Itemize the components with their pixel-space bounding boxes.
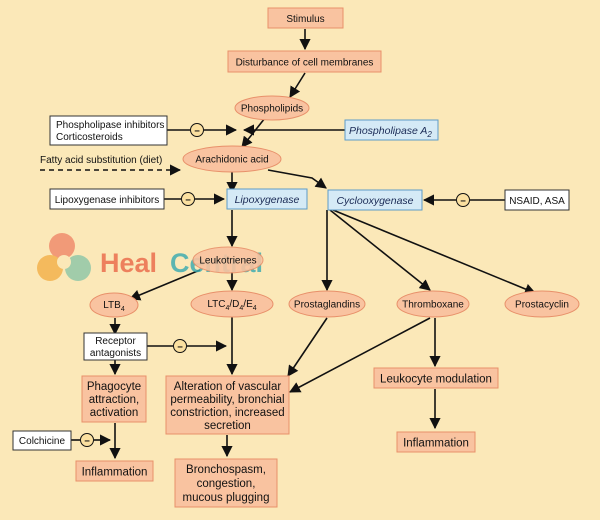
node-lipoxygenase-inhibitors: Lipoxygenase inhibitors	[49, 188, 165, 210]
node-prostacyclin: Prostacyclin	[504, 290, 580, 318]
ltb4-label: LTB4	[103, 300, 125, 313]
leukotrienes-label: Leukotrienes	[199, 256, 256, 267]
inflammation-left-label: Inflammation	[82, 467, 148, 479]
node-lipoxygenase: Lipoxygenase	[226, 188, 308, 210]
prostacyclin-label: Prostacyclin	[515, 300, 569, 311]
inhibitor-cyclooxygenase-symbol: −	[460, 196, 466, 207]
lipoxygenase-inhibitors-label: Lipoxygenase inhibitors	[55, 195, 160, 206]
inhibitor-colchicine-symbol: −	[84, 436, 90, 447]
colchicine-label: Colchicine	[19, 436, 66, 447]
phospholipase-a2-label: Phospholipase A2	[349, 125, 432, 139]
connectors	[40, 29, 537, 460]
receptor-antagonists-line1: Receptor	[95, 336, 136, 347]
bronchospasm-line1: Bronchospasm,	[186, 464, 266, 476]
inhibitor-lipoxygenase-symbol: −	[185, 195, 191, 206]
node-bronchospasm: Bronchospasm, congestion, mucous pluggin…	[174, 458, 278, 508]
inhibitor-phospholipase: −	[190, 123, 204, 137]
node-nsaid-asa: NSAID, ASA	[504, 189, 570, 211]
node-inflammation-left: Inflammation	[75, 460, 154, 482]
inhibitor-colchicine: −	[80, 433, 94, 447]
watermark-word-heal: Heal	[100, 248, 157, 278]
node-leukocyte-modulation: Leukocyte modulation	[373, 367, 499, 389]
bronchospasm-line3: mucous plugging	[183, 492, 270, 504]
alteration-line4: secretion	[204, 420, 251, 432]
stimulus-label: Stimulus	[286, 14, 324, 25]
node-ltc4-d4-e4: LTC4/D4/E4	[190, 290, 274, 318]
inflammation-right-label: Inflammation	[403, 438, 469, 450]
receptor-antagonists-line2: antagonists	[90, 348, 141, 359]
phagocyte-line3: activation	[90, 407, 139, 419]
phagocyte-line2: attraction,	[89, 394, 140, 406]
ltc4-d4-e4-label: LTC4/D4/E4	[207, 299, 256, 312]
node-disturbance: Disturbance of cell membranes	[227, 50, 382, 73]
phagocyte-line1: Phagocyte	[87, 381, 141, 393]
node-colchicine: Colchicine	[12, 430, 72, 451]
alteration-line3: constriction, increased	[170, 407, 284, 419]
alteration-line1: Alteration of vascular	[174, 381, 282, 393]
arrow-disturbance-to-phospholipids	[289, 72, 306, 98]
fatty-acid-substitution-label: Fatty acid substitution (diet)	[40, 155, 162, 166]
alteration-line2: permeability, bronchial	[170, 394, 284, 406]
disturbance-label: Disturbance of cell membranes	[236, 58, 374, 69]
arrow-leukotrienes-to-ltb4	[128, 269, 201, 301]
arrow-cox-to-thromboxane	[329, 209, 431, 291]
inhibitor-receptor-antagonist: −	[173, 339, 187, 353]
arrow-thromboxane-to-alteration	[289, 317, 431, 393]
inhibitor-receptor-antagonist-symbol: −	[177, 342, 183, 353]
nsaid-asa-label: NSAID, ASA	[509, 196, 565, 207]
phospholipase-inhibitors-line1: Phospholipase inhibitors	[56, 120, 164, 131]
node-ltb4: LTB4	[89, 292, 139, 318]
node-thromboxane: Thromboxane	[396, 290, 470, 318]
node-phospholipase-inhibitors: Phospholipase inhibitors Corticosteroids	[49, 115, 168, 146]
arrow-prostaglandins-to-alteration	[287, 317, 328, 377]
node-leukotrienes: Leukotrienes	[192, 246, 264, 274]
node-receptor-antagonists: Receptor antagonists	[83, 332, 148, 361]
node-alteration-vascular: Alteration of vascular permeability, bro…	[165, 375, 290, 435]
arrow-arachidonic-to-cyclooxygenase	[267, 169, 327, 189]
inhibitor-lipoxygenase: −	[181, 192, 195, 206]
phospholipase-inhibitors-line2: Corticosteroids	[56, 132, 123, 143]
bronchospasm-line2: congestion,	[197, 478, 256, 490]
node-cyclooxygenase: Cyclooxygenase	[327, 189, 423, 211]
arrow-cox-to-prostacyclin	[332, 209, 537, 295]
phospholipids-label: Phospholipids	[241, 104, 303, 115]
prostaglandins-label: Prostaglandins	[294, 300, 360, 311]
node-phospholipase-a2: Phospholipase A2	[344, 119, 439, 141]
node-phagocyte-attraction: Phagocyte attraction, activation	[81, 375, 147, 423]
node-arachidonic-acid: Arachidonic acid	[182, 145, 282, 173]
node-inflammation-right: Inflammation	[396, 431, 476, 453]
lipoxygenase-label: Lipoxygenase	[235, 194, 300, 206]
watermark-logo-icon	[37, 233, 91, 281]
thromboxane-label: Thromboxane	[402, 300, 464, 311]
leukocyte-modulation-label: Leukocyte modulation	[380, 374, 492, 386]
arachidonic-acid-label: Arachidonic acid	[195, 155, 268, 166]
node-prostaglandins: Prostaglandins	[288, 290, 366, 318]
arrow-phospholipids-to-arachidonic	[241, 117, 266, 148]
inhibitor-cyclooxygenase: −	[456, 193, 470, 207]
inhibitor-phospholipase-symbol: −	[194, 126, 200, 137]
node-phospholipids: Phospholipids	[234, 95, 310, 121]
node-stimulus: Stimulus	[267, 7, 344, 29]
cyclooxygenase-label: Cyclooxygenase	[336, 195, 413, 207]
